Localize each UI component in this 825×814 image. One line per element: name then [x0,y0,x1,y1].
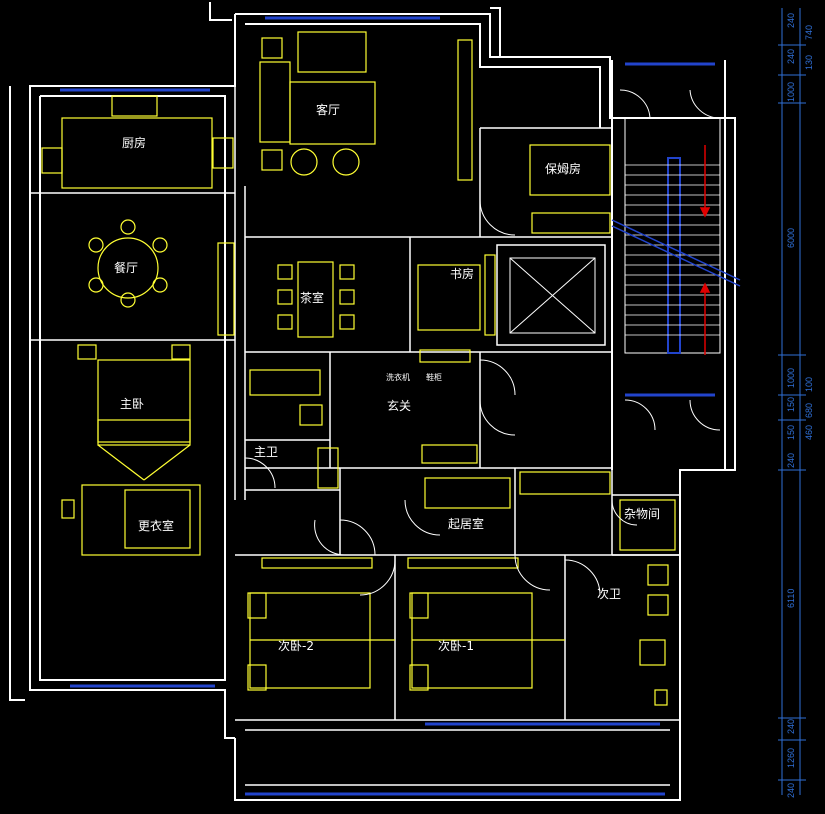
room-label-kitchen: 厨房 [122,135,146,150]
room-label-bedroom-2: 次卧-2 [278,639,314,653]
dim-label: 740 [804,25,814,40]
room-label-storage: 杂物间 [624,507,660,521]
section-cut [611,219,741,287]
dim-label: 460 [804,425,814,440]
room-label-entrance: 玄关 [387,398,411,413]
room-label-nanny-room: 保姆房 [545,161,581,176]
dim-label: 680 [804,403,814,418]
room-label-study: 书房 [450,266,474,281]
room-labels: 客厅 厨房 餐厅 茶室 书房 保姆房 主卧 玄关 主卫 更衣室 起居室 杂物间 … [114,102,660,653]
room-label-bedroom-1: 次卧-1 [438,639,474,653]
elevator [509,257,596,334]
room-label-second-bath: 次卫 [597,587,621,601]
entry-note-shoe-cabinet: 鞋柜 [426,372,442,382]
room-label-master-bedroom: 主卧 [120,397,144,411]
room-label-living-room: 客厅 [316,102,340,117]
dim-label: 240 [786,453,796,468]
room-label-dressing-room: 更衣室 [138,518,174,533]
dim-label: 150 [786,397,796,412]
dimension-text: 240 740 240 130 1000 6000 1000 150 680 1… [786,13,814,798]
room-label-dining-room: 餐厅 [114,260,138,275]
dim-label: 240 [786,49,796,64]
stair-arrows [699,145,711,355]
dim-label: 240 [786,783,796,798]
entry-note-washer: 洗衣机 [386,372,410,382]
inner-walls [30,86,680,786]
room-label-master-bath: 主卫 [254,445,278,459]
dimension-lines [778,8,806,795]
room-label-family-room: 起居室 [448,516,484,531]
stair-core [624,117,721,354]
dim-label: 130 [804,55,814,70]
dim-label: 240 [786,13,796,28]
dim-label: 150 [786,425,796,440]
windows [60,16,715,796]
furniture [41,31,676,706]
dim-label: 1000 [786,82,796,102]
room-label-tea-room: 茶室 [300,290,324,305]
dim-label: 100 [804,377,814,392]
doors [244,89,721,596]
dim-label: 1000 [786,368,796,388]
dim-label: 6110 [786,589,796,608]
dim-label: 6000 [786,228,796,248]
dim-label: 240 [786,719,796,734]
dim-label: 1260 [786,748,796,768]
walls [9,2,736,801]
